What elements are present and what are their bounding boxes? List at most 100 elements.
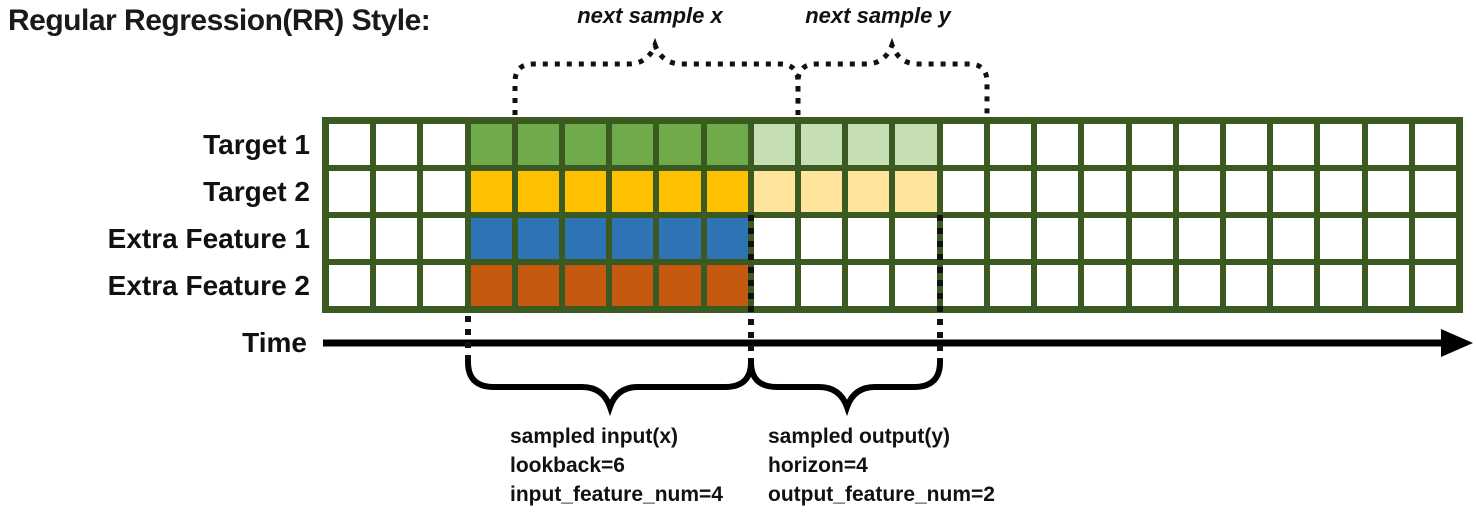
grid-cell — [801, 124, 843, 165]
grid-cell — [1367, 124, 1409, 165]
grid-cell — [1178, 218, 1220, 259]
grid-cell — [1084, 265, 1126, 306]
grid-cell — [1131, 171, 1173, 212]
grid-cell — [329, 171, 371, 212]
grid-cell — [895, 171, 937, 212]
sample-grid — [322, 117, 1463, 313]
grid-cell — [659, 265, 701, 306]
grid-cell — [1414, 171, 1456, 212]
grid-cell — [1178, 124, 1220, 165]
grid-cell — [1367, 218, 1409, 259]
grid-cell — [1367, 171, 1409, 212]
grid-cell — [989, 124, 1032, 165]
next-sample-x-label: next sample x — [577, 3, 723, 28]
grid-cell — [706, 124, 748, 165]
grid-cell — [753, 265, 796, 306]
next-sample-y-label: next sample y — [805, 3, 951, 28]
sampled-input-annotation: sampled input(x) lookback=6 input_featur… — [510, 422, 723, 509]
grid-cell — [1178, 171, 1220, 212]
grid-cell — [1084, 171, 1126, 212]
grid-cell — [423, 171, 465, 212]
grid-cell — [1273, 265, 1315, 306]
grid-cell — [329, 124, 371, 165]
row-label-target-2: Target 2 — [203, 176, 310, 207]
grid-cell — [1320, 124, 1362, 165]
grid-cell — [612, 124, 654, 165]
row-label-extra-feature-1: Extra Feature 1 — [107, 223, 310, 254]
grid-cell — [1320, 265, 1362, 306]
grid-cell — [1273, 171, 1315, 212]
next-sample-x-brace — [512, 37, 801, 115]
grid-cell — [848, 218, 890, 259]
grid-cell — [470, 265, 512, 306]
grid-cell — [706, 218, 748, 259]
grid-cell — [989, 218, 1032, 259]
grid-cell — [989, 265, 1032, 306]
grid-cell — [1037, 265, 1079, 306]
grid-cell — [517, 124, 560, 165]
grid-cell — [1084, 124, 1126, 165]
grid-cell — [942, 265, 984, 306]
row-label-target-1: Target 1 — [203, 129, 310, 160]
grid-cell — [659, 218, 701, 259]
sampled-input-line-1: sampled input(x) — [510, 425, 679, 448]
grid-cell — [612, 171, 654, 212]
sampled-output-brace — [748, 359, 943, 417]
time-axis-arrow — [323, 329, 1473, 357]
grid-cell — [329, 265, 371, 306]
grid-cell — [1037, 218, 1079, 259]
grid-cell — [470, 124, 512, 165]
grid-cell — [1084, 218, 1126, 259]
grid-cell — [565, 218, 607, 259]
grid-cell — [1037, 124, 1079, 165]
sampled-input-line-3: input_feature_num=4 — [510, 483, 723, 506]
grid-cell — [801, 171, 843, 212]
grid-cell — [706, 265, 748, 306]
grid-cell — [612, 265, 654, 306]
grid-cell — [1414, 124, 1456, 165]
grid-cell — [1320, 171, 1362, 212]
grid-cell — [1414, 265, 1456, 306]
grid-cell — [565, 171, 607, 212]
grid-cell — [1178, 265, 1220, 306]
grid-cell — [470, 218, 512, 259]
grid-cell — [517, 218, 560, 259]
grid-cell — [801, 218, 843, 259]
sampled-output-line-2: horizon=4 — [768, 454, 868, 477]
grid-cell — [329, 218, 371, 259]
grid-cell — [612, 218, 654, 259]
grid-cell — [1367, 265, 1409, 306]
grid-cell — [1225, 171, 1268, 212]
grid-cell — [659, 124, 701, 165]
grid-cell — [942, 171, 984, 212]
grid-cell — [376, 124, 418, 165]
grid-cell — [1414, 218, 1456, 259]
grid-cell — [659, 171, 701, 212]
grid-cell — [753, 218, 796, 259]
grid-cell — [753, 171, 796, 212]
grid-cell — [565, 265, 607, 306]
sampled-input-line-2: lookback=6 — [510, 454, 625, 477]
grid-cell — [848, 124, 890, 165]
sampled-output-annotation: sampled output(y) horizon=4 output_featu… — [768, 422, 995, 509]
sampled-output-line-3: output_feature_num=2 — [768, 483, 995, 506]
grid-cell — [848, 265, 890, 306]
diagram-title: Regular Regression(RR) Style: — [8, 4, 431, 37]
grid-cell — [1273, 124, 1315, 165]
grid-cell — [942, 124, 984, 165]
grid-cell — [1131, 218, 1173, 259]
grid-cell — [517, 171, 560, 212]
grid-cell — [1225, 265, 1268, 306]
grid-cell — [376, 218, 418, 259]
grid-cell — [423, 218, 465, 259]
grid-cell — [895, 265, 937, 306]
next-sample-y-brace — [795, 37, 990, 115]
grid-cell — [1320, 218, 1362, 259]
grid-cell — [1131, 265, 1173, 306]
grid-cell — [376, 171, 418, 212]
grid-cell — [565, 124, 607, 165]
grid-cell — [989, 171, 1032, 212]
grid-cell — [1131, 124, 1173, 165]
grid-cell — [706, 171, 748, 212]
grid-cell — [801, 265, 843, 306]
